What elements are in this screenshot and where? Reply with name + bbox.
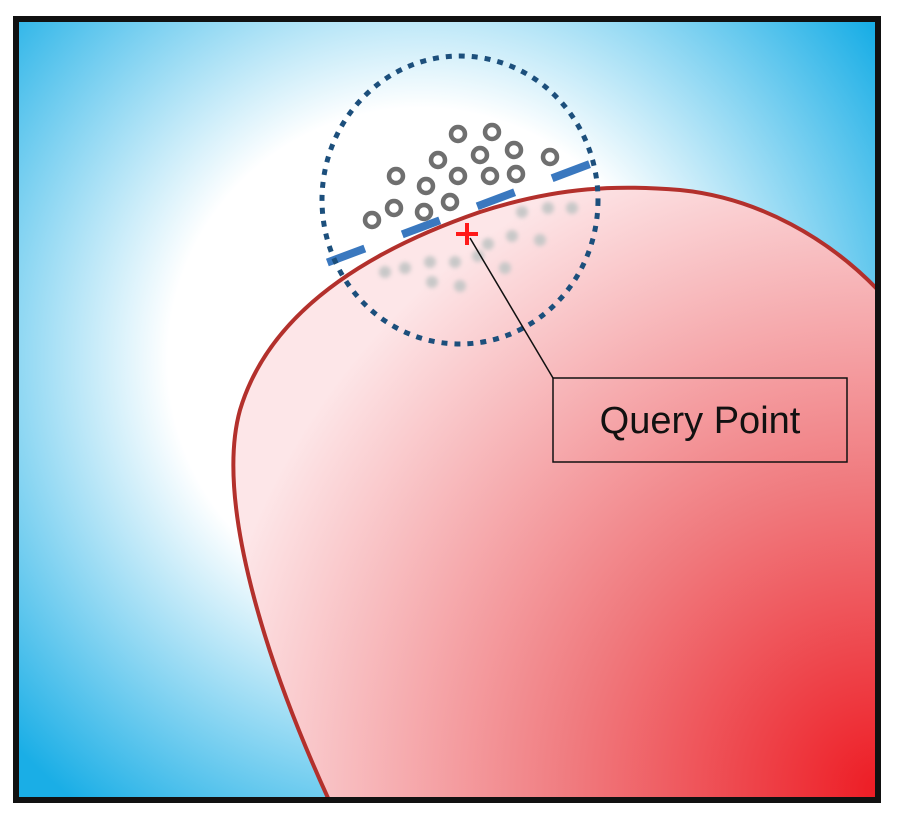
faded-dot-marker [534,234,546,246]
ring-marker [386,166,406,186]
callout-box [552,377,848,463]
faded-dot-marker [542,202,554,214]
local-boundary-line [316,151,616,270]
diagram-frame [13,16,881,803]
ring-marker [480,166,500,186]
faded-dot-marker [454,280,466,292]
ring-marker [416,176,436,196]
faded-dot-marker [506,230,518,242]
samples-above-boundary [362,122,560,230]
ring-marker [428,150,448,170]
ring-marker [448,124,468,144]
query-point-label: Query Point [600,400,801,442]
faded-dot-marker [399,262,411,274]
faded-dot-marker [426,276,438,288]
plus-marker-icon [456,223,478,245]
ring-marker [448,166,468,186]
faded-dot-marker [499,262,511,274]
ring-marker [506,164,526,184]
ring-marker [384,198,404,218]
ring-marker [540,147,560,167]
decision-boundary-curve [231,185,878,799]
faded-dot-marker [566,202,578,214]
ring-marker [504,140,524,160]
faded-dot-marker [482,238,494,250]
faded-dot-marker [516,206,528,218]
region-b-background [233,187,878,800]
neighborhood-circle [319,53,601,347]
ring-marker [470,145,490,165]
ring-marker [414,202,434,222]
faded-dot-marker [472,250,484,262]
faded-dot-marker [424,256,436,268]
faded-dot-marker [379,266,391,278]
ring-marker [440,192,460,212]
samples-below-boundary [379,202,578,292]
ring-marker [482,122,502,142]
ring-marker [362,210,382,230]
faded-dot-marker [449,256,461,268]
callout-leader-line [469,237,554,379]
